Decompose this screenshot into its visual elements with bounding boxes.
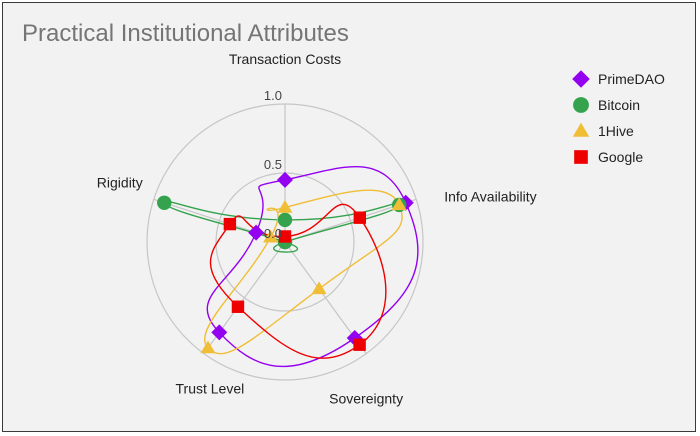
marker-1hive-3	[200, 340, 216, 354]
axis-label-1: Info Availability	[444, 188, 536, 204]
ring-labels: 0.0 0.5 1.0	[264, 88, 282, 241]
marker-1hive-4	[263, 229, 279, 243]
marker-1hive-0	[277, 200, 293, 213]
marker-google-3	[231, 300, 245, 313]
legend-label-bitcoin: Bitcoin	[598, 97, 640, 113]
legend-marker-google	[574, 150, 588, 164]
legend-marker-1hive	[572, 122, 590, 137]
axis-label-4: Rigidity	[97, 174, 143, 190]
marker-google-2	[353, 338, 366, 351]
marker-bitcoin-4	[157, 195, 172, 210]
legend-marker-bitcoin	[573, 97, 589, 113]
legend-label-1hive: 1Hive	[598, 123, 634, 139]
ring-label-0: 0.0	[264, 226, 282, 241]
chart-title: Practical Institutional Attributes	[22, 20, 349, 47]
marker-1hive-1	[391, 197, 407, 211]
marker-bitcoin-0	[277, 212, 293, 228]
legend-marker-primedao	[572, 70, 590, 88]
marker-primedao-4	[248, 224, 265, 241]
marker-primedao-3	[211, 324, 228, 341]
marker-google-0	[278, 230, 292, 243]
series-layer	[157, 166, 419, 368]
marker-1hive-2	[311, 281, 327, 295]
marker-google-1	[353, 211, 367, 224]
axis-label-0: Transaction Costs	[229, 51, 341, 67]
axis-label-3: Trust Level	[176, 381, 245, 397]
legend-label-primedao: PrimeDAO	[598, 71, 665, 87]
marker-google-4	[223, 217, 237, 231]
legend-label-google: Google	[598, 149, 643, 165]
marker-primedao-0	[277, 171, 293, 188]
series-line-1hive	[204, 189, 403, 355]
ring-label-1: 0.5	[264, 157, 282, 172]
ring-label-2: 1.0	[264, 88, 282, 103]
axis-label-2: Sovereignty	[329, 391, 403, 407]
